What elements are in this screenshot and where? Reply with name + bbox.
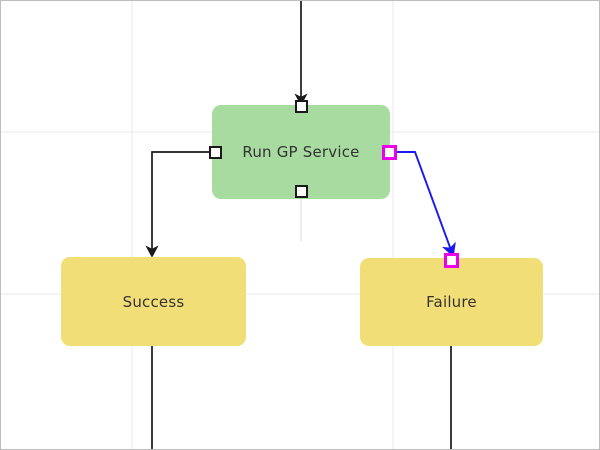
edge-run-gp-to-failure[interactable]	[397, 151, 456, 258]
grid-vertical-lines	[131, 1, 394, 449]
edge-run-gp-to-success[interactable]	[145, 151, 209, 258]
port-run-gp-top[interactable]	[294, 99, 308, 113]
port-run-gp-right[interactable]	[381, 144, 397, 160]
port-failure-top[interactable]	[443, 252, 459, 268]
port-run-gp-bottom[interactable]	[294, 184, 308, 198]
port-run-gp-left[interactable]	[208, 145, 222, 159]
